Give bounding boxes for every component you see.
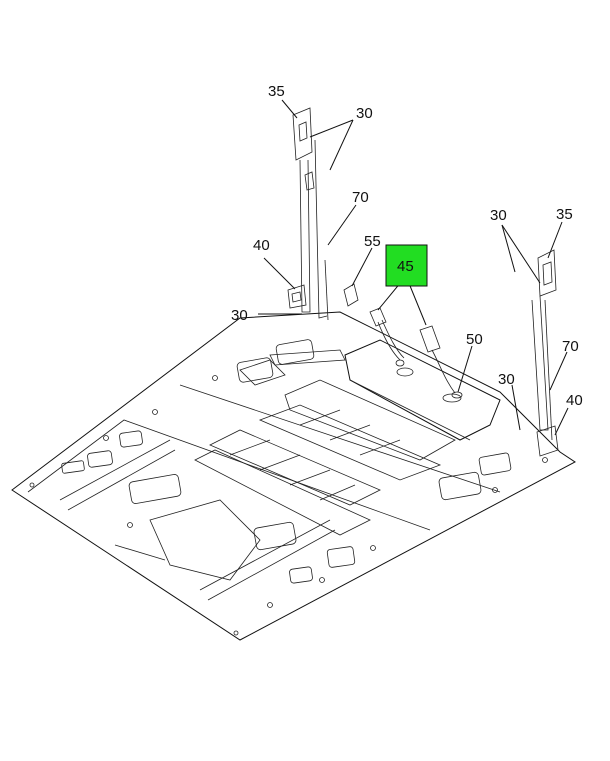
highlight-box-45[interactable] [385, 244, 428, 287]
callout-labels: 35 30 70 40 30 55 45 50 30 35 70 30 40 [231, 83, 583, 409]
callout-right-40[interactable]: 40 [566, 392, 583, 409]
floor-pan [11, 311, 576, 641]
callout-left-40[interactable]: 40 [253, 237, 270, 254]
callout-left-30-top[interactable]: 30 [356, 105, 373, 122]
callout-right-30-bottom[interactable]: 30 [498, 371, 515, 388]
callout-left-70[interactable]: 70 [352, 189, 369, 206]
right-seat-belt-assembly [531, 249, 559, 457]
callout-left-30-bottom[interactable]: 30 [231, 307, 248, 324]
left-seat-belt-assembly [287, 107, 329, 321]
callout-left-35[interactable]: 35 [268, 83, 285, 100]
center-buckle-harness [343, 283, 463, 403]
callout-right-35[interactable]: 35 [556, 206, 573, 223]
callout-center-45[interactable]: 45 [397, 258, 414, 275]
callout-center-50[interactable]: 50 [466, 331, 483, 348]
callout-right-30-top[interactable]: 30 [490, 207, 507, 224]
callout-center-55[interactable]: 55 [364, 233, 381, 250]
callout-right-70[interactable]: 70 [562, 338, 579, 355]
